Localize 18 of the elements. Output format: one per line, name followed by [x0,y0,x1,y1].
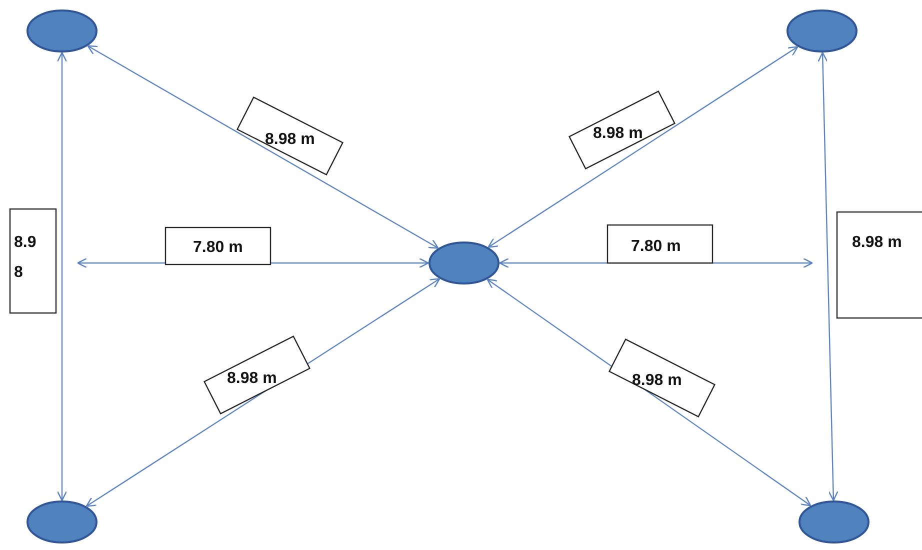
edge-label: 7.80 m [193,238,243,258]
double-arrow [87,45,439,249]
ellipse-node [26,9,98,53]
ellipse-node [798,500,870,544]
edge-label: 7.80 m [631,237,681,257]
double-arrow [488,46,798,248]
ellipse-node [428,241,500,285]
edge-label: 8.98 m [593,124,643,144]
double-arrow [818,52,838,502]
double-arrow [56,52,68,502]
edge-label: 8.98 m [227,369,277,389]
edge-label: 8.98 [14,232,38,283]
ellipse-node [786,9,858,53]
ellipse-node [26,500,98,544]
edge-label: 8.98 m [632,371,682,391]
edge-label: 8.98 m [265,130,315,150]
edge-label: 8.98 m [852,233,902,253]
double-arrow [486,278,812,506]
